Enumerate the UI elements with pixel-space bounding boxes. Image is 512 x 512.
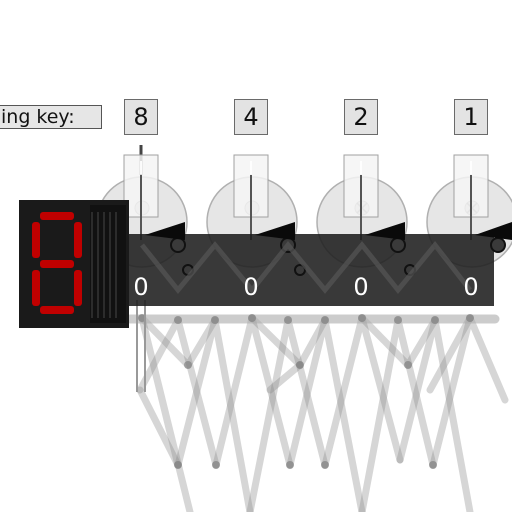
encoding-key-label: ing key: — [0, 105, 102, 129]
switch-glyph: I — [248, 158, 253, 179]
segment-e — [32, 270, 40, 306]
rod-lattice — [136, 314, 509, 512]
segment-d — [40, 306, 74, 314]
input-switch-4[interactable] — [233, 154, 269, 240]
bit-value-1: 0 — [463, 273, 479, 301]
bit-weight-4-box: 4 — [234, 99, 268, 135]
bit-value-2: 0 — [353, 273, 369, 301]
seven-segment-display — [19, 200, 129, 328]
segment-a — [40, 212, 74, 220]
bit-weight-8-box: 8 — [124, 99, 158, 135]
bit-weight-2-box: 2 — [344, 99, 378, 135]
pointer-arrows — [145, 222, 512, 240]
segment-g — [40, 260, 74, 268]
switch-glyph: I — [468, 158, 473, 179]
bit-weight-1-box: 1 — [454, 99, 488, 135]
input-switch-8[interactable] — [123, 154, 159, 240]
segment-f — [32, 222, 40, 258]
belt-links — [140, 240, 472, 294]
segment-b — [74, 222, 82, 258]
input-switch-2[interactable] — [343, 154, 379, 240]
seven-segment-digit — [32, 212, 82, 314]
input-switch-1[interactable] — [453, 154, 489, 240]
bit-value-8: 0 — [133, 273, 149, 301]
switch-glyph: I — [358, 158, 363, 179]
switch-glyph: I — [138, 158, 143, 179]
bit-value-4: 0 — [243, 273, 259, 301]
segment-c — [74, 270, 82, 306]
